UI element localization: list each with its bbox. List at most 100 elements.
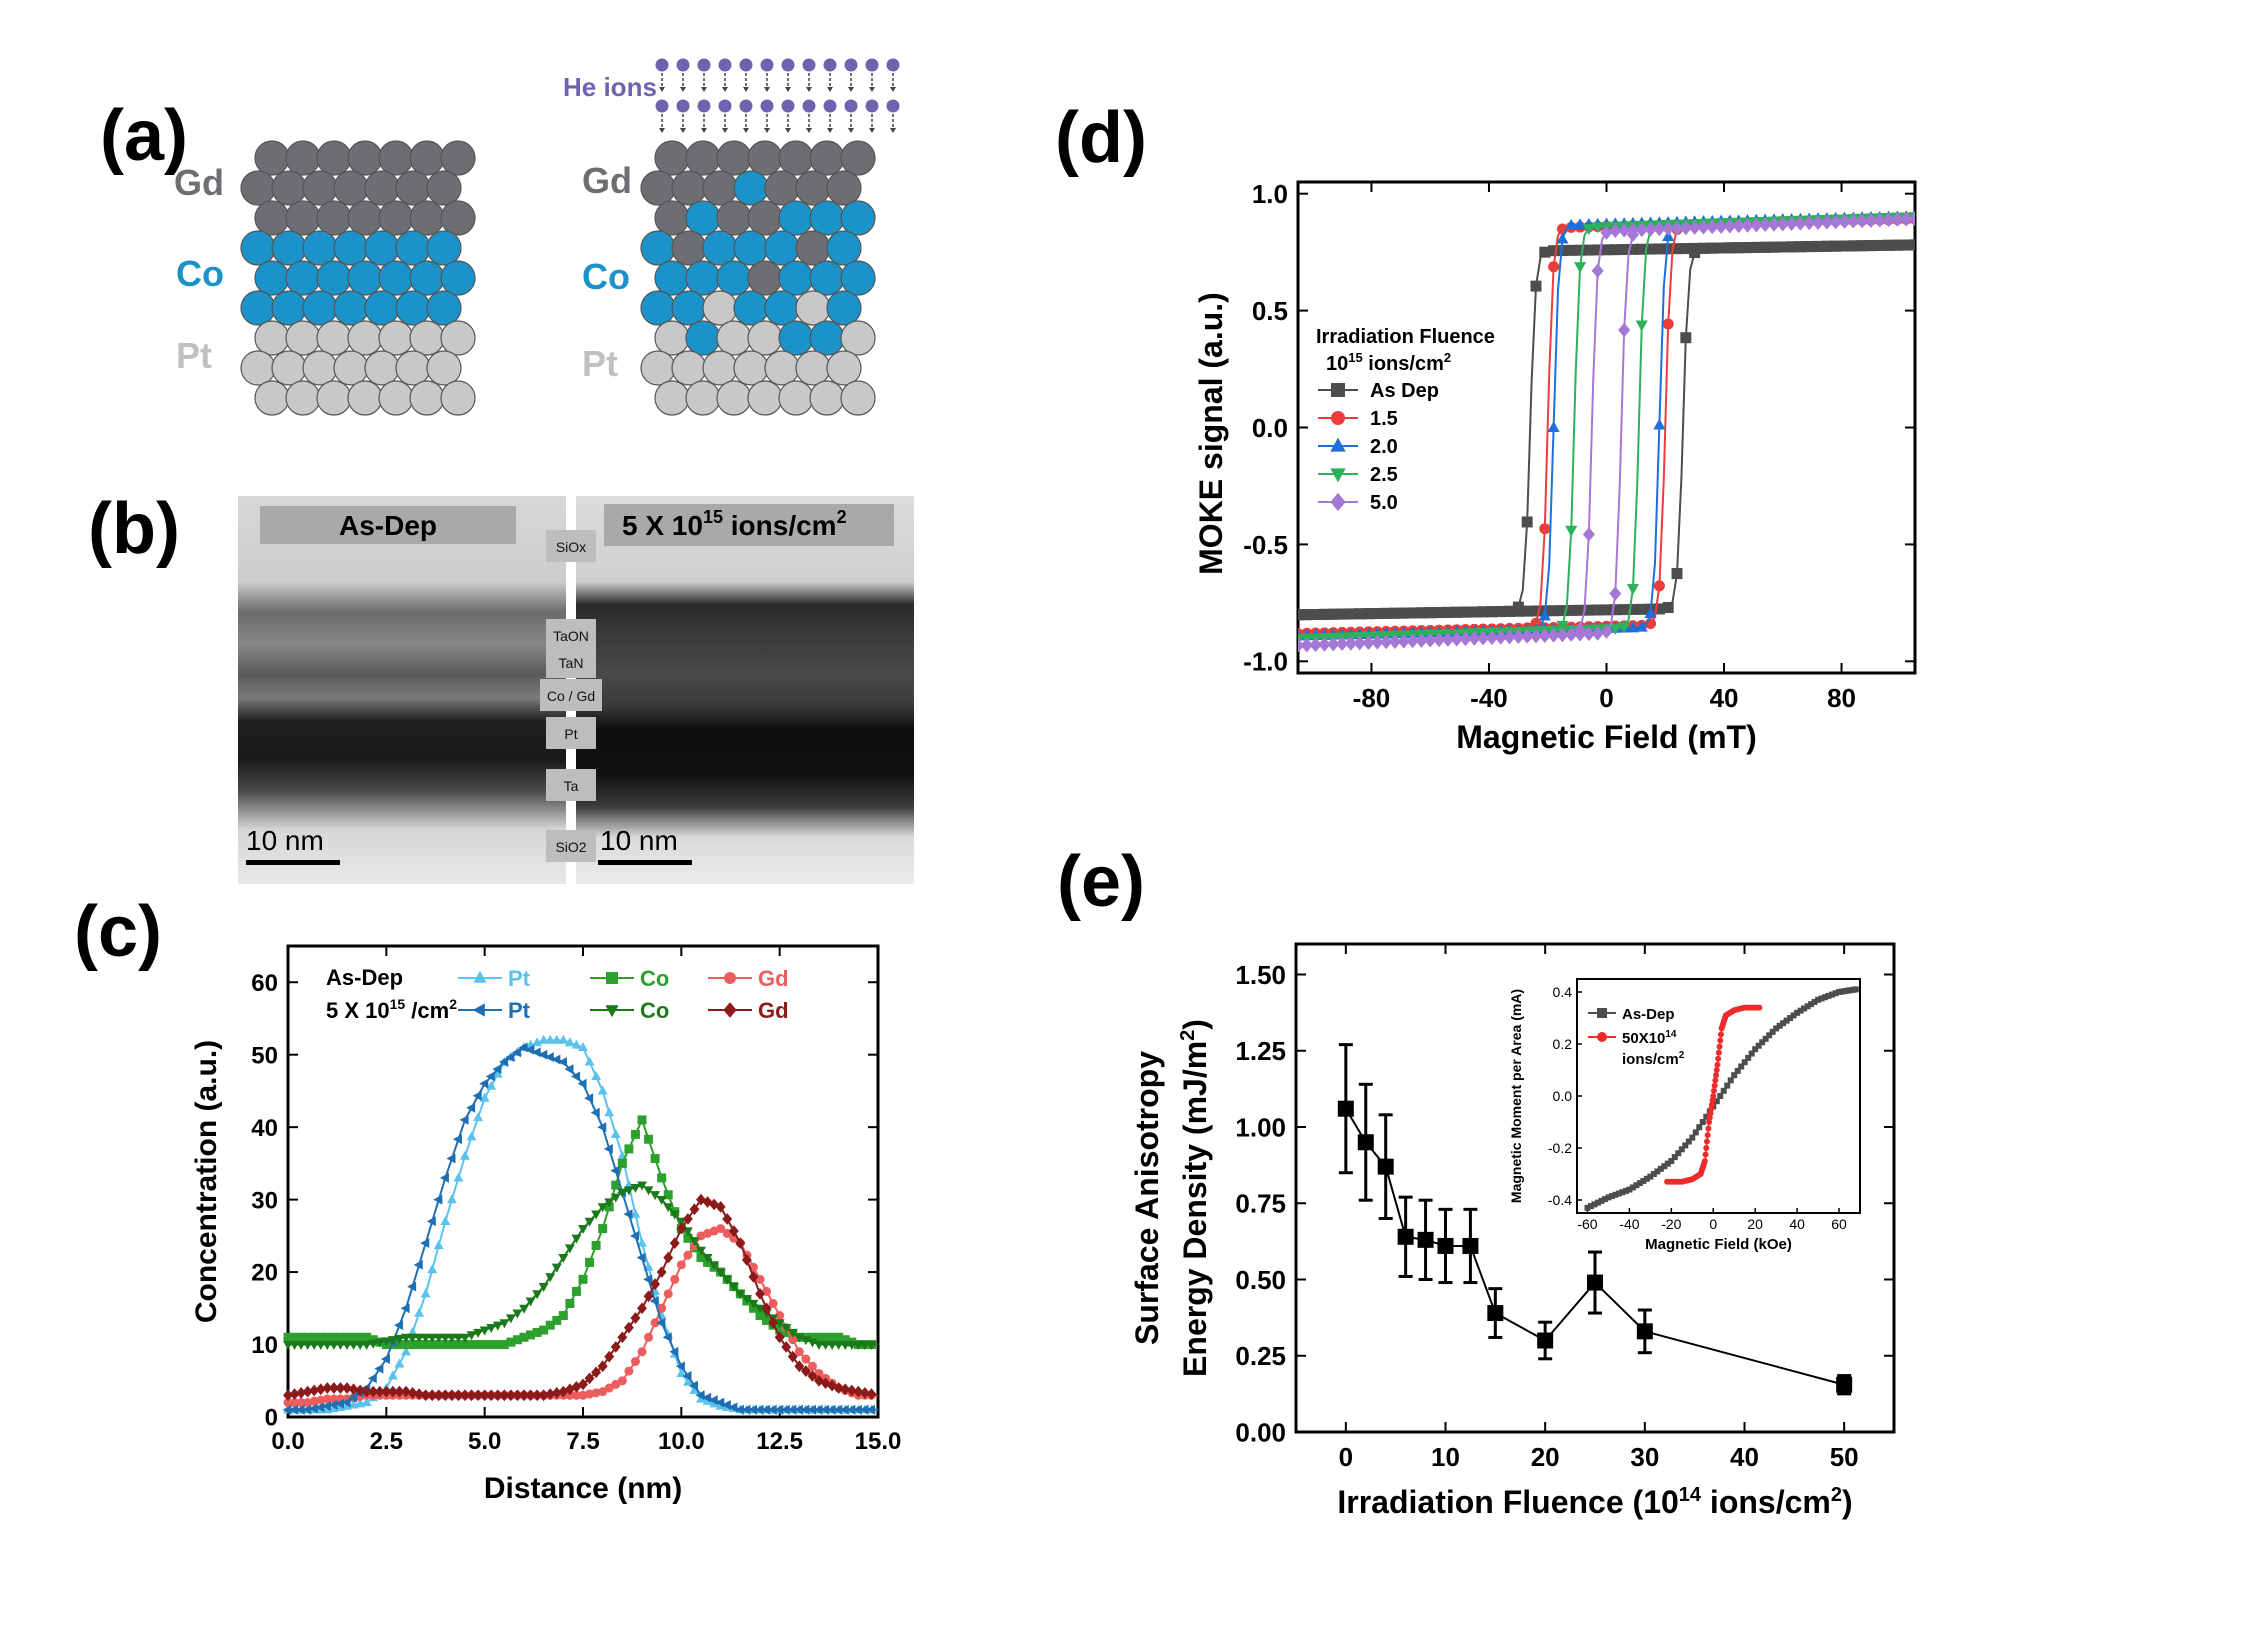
data-point: [1689, 218, 1701, 230]
data-point: [741, 1295, 752, 1305]
data-point: [1398, 607, 1410, 619]
atom-pt: [364, 350, 400, 386]
data-point: [381, 1337, 392, 1347]
data-point: [1512, 626, 1525, 638]
data-point: [322, 1382, 333, 1394]
data-point: [1538, 628, 1551, 643]
data-point: [348, 1399, 359, 1409]
data-point: [1732, 217, 1745, 229]
atom-gd: [285, 200, 321, 236]
hysteresis-branch: [1298, 218, 1915, 635]
data-point: [1459, 628, 1472, 640]
data-point: [439, 1172, 449, 1183]
data-point: [696, 1231, 706, 1241]
legend-marker: [605, 1005, 619, 1018]
atom-pt: [333, 350, 369, 386]
data-point: [1592, 620, 1604, 632]
data-point: [1644, 225, 1657, 237]
data-point: [1310, 627, 1322, 639]
data-point: [807, 1332, 817, 1342]
inset-data-point: [1584, 1204, 1591, 1211]
data-point: [1565, 622, 1578, 634]
data-point: [1856, 211, 1869, 223]
layer-label: TaN: [559, 655, 584, 671]
atom-co: [440, 260, 476, 296]
data-point: [1865, 240, 1877, 252]
data-point: [1450, 628, 1463, 640]
data-point: [610, 1193, 621, 1203]
data-point: [486, 1080, 497, 1090]
data-point: [1689, 242, 1701, 254]
inset-series-line: [1587, 988, 1856, 1209]
inset-data-point: [1664, 1178, 1671, 1185]
data-point: [565, 1298, 575, 1308]
data-point: [1864, 213, 1877, 225]
data-point: [689, 1243, 699, 1253]
legend-row-label: As-Dep: [326, 965, 403, 990]
data-point: [1441, 629, 1454, 641]
data-point: [1504, 605, 1516, 617]
inset-data-point: [1705, 1125, 1712, 1132]
data-point: [505, 1314, 516, 1324]
inset-data-point: [1759, 1039, 1766, 1046]
data-point: [1547, 625, 1560, 637]
data-point: [1759, 216, 1772, 228]
data-point: [1415, 626, 1428, 638]
atom-pt: [640, 350, 676, 386]
atom-co: [809, 260, 845, 296]
data-point: [1398, 625, 1410, 637]
data-point: [702, 1196, 713, 1208]
data-point: [682, 1213, 693, 1225]
data-point: [388, 1390, 398, 1400]
legend-label: 2.5: [1370, 464, 1398, 486]
data-point: [473, 1389, 484, 1402]
x-tick-label: 0.0: [271, 1428, 304, 1455]
data-point: [1362, 627, 1375, 639]
data-point: [1636, 243, 1648, 255]
series-line: [288, 1046, 878, 1411]
inset-data-point: [1682, 1177, 1689, 1184]
data-point: [1406, 630, 1419, 642]
data-point: [656, 1196, 667, 1206]
data-point: [781, 1323, 791, 1333]
data-point: [1424, 624, 1436, 636]
data-point: [1371, 608, 1383, 620]
data-point: [650, 1278, 661, 1291]
data-point: [584, 1217, 595, 1227]
data-point: [676, 1260, 686, 1270]
data-point: [1662, 220, 1675, 232]
data-point: [1662, 243, 1674, 255]
data-point: [1864, 213, 1877, 225]
data-point: [1380, 631, 1393, 643]
data-point: [1336, 636, 1349, 651]
data-point: [381, 1382, 392, 1392]
data-point: [1574, 262, 1587, 274]
data-point: [1538, 609, 1551, 621]
inset-data-point: [1741, 1004, 1748, 1011]
data-point: [1811, 215, 1825, 230]
data-point: [1803, 215, 1816, 227]
data-point: [1865, 214, 1877, 226]
data-point: [1706, 219, 1719, 235]
data-point: [1785, 216, 1798, 231]
data-point: [367, 1373, 377, 1384]
data-point: [1529, 628, 1543, 644]
plot-frame: [286, 944, 880, 1419]
data-point: [1662, 229, 1675, 241]
data-point: [413, 1259, 423, 1270]
atom-gd: [378, 140, 414, 176]
data-point: [1724, 217, 1736, 229]
ion-arrowhead: [743, 87, 749, 92]
he-ion: [886, 99, 900, 113]
data-point: [611, 1180, 621, 1190]
data-point: [328, 1399, 338, 1410]
data-point: [1900, 210, 1913, 222]
inset-data-point: [1671, 1154, 1678, 1161]
data-point: [1626, 227, 1639, 242]
data-point: [663, 1251, 674, 1264]
data-point: [1627, 620, 1639, 632]
data-point: [768, 1314, 779, 1324]
data-point: [1388, 630, 1402, 642]
data-point: [1900, 212, 1913, 227]
data-point: [1344, 636, 1357, 651]
